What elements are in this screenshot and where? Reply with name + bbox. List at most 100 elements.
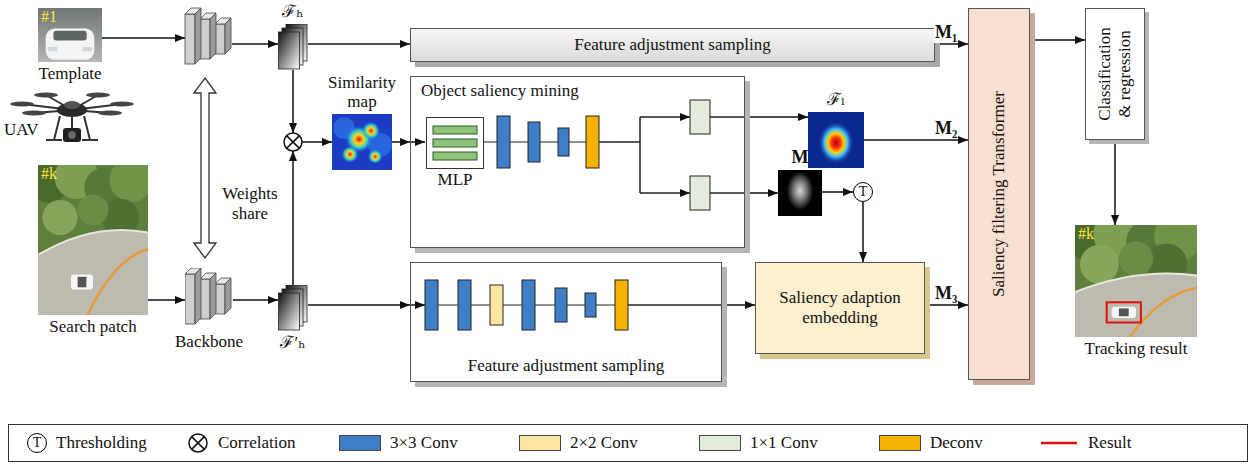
node-label: Feature adjustment sampling — [468, 356, 664, 376]
legend-label: 3×3 Conv — [390, 433, 458, 453]
feature-map: ℱₕ — [278, 24, 308, 70]
flow-arrow — [292, 70, 294, 133]
saliency-mining-layers — [639, 117, 641, 193]
legend-box: TThresholdingCorrelation3×3 Conv2×2 Conv… — [8, 424, 1248, 462]
tracking-result-image: #kTracking result — [1075, 225, 1197, 337]
heatmap: ℱₗ — [808, 112, 864, 168]
template-image: #1Template — [38, 8, 102, 62]
node-label: M — [792, 147, 809, 168]
correlation-symbol — [287, 136, 300, 149]
flow-arrow — [302, 141, 332, 143]
correlation-symbol — [287, 136, 300, 149]
flow-arrow — [232, 43, 278, 45]
picture — [185, 274, 195, 324]
connector — [148, 299, 185, 301]
node-label: ℱₕ — [282, 2, 303, 22]
adjustment-layers — [522, 280, 535, 330]
uav-drone — [64, 101, 80, 109]
picture — [1080, 245, 1119, 284]
edge-label: M₂ — [934, 118, 958, 139]
legend-label: 2×2 Conv — [570, 433, 638, 453]
backbone-network — [200, 19, 210, 59]
legend-item: Result — [1039, 425, 1131, 461]
picture — [38, 230, 148, 255]
mlp-block: MLP — [426, 117, 484, 169]
legend-sample — [519, 435, 561, 451]
adjustment-layers — [425, 280, 722, 330]
legend-sample — [187, 432, 209, 454]
node-label: Feature adjustment sampling — [574, 35, 770, 55]
backbone-network: Backbone — [185, 268, 233, 330]
legend-sample — [192, 437, 205, 450]
adjustment-layers — [567, 305, 585, 306]
saliency-mining-layers — [483, 142, 497, 143]
adjustment-layers — [628, 304, 722, 306]
node-label: Classification & regression — [1095, 19, 1134, 129]
adjustment-layers — [535, 305, 555, 306]
flow-arrow — [292, 151, 294, 285]
adjustment-layers — [585, 293, 596, 317]
feature-map: ℱ′ₕ — [278, 285, 308, 331]
node-label: Backbone — [175, 332, 243, 352]
transformer-box: Saliency filtering Transformer — [968, 8, 1030, 380]
uav-drone — [68, 131, 76, 139]
picture — [433, 152, 477, 160]
connector — [1030, 39, 1085, 41]
node-label: #k — [41, 165, 57, 183]
legend-label: Correlation — [218, 433, 295, 453]
connector — [862, 202, 864, 262]
picture — [278, 24, 308, 70]
adjustment-layers — [458, 280, 471, 330]
node-label: Object saliency mining — [421, 81, 579, 101]
uav-drone — [22, 111, 46, 116]
legend-item: Deconv — [879, 425, 983, 461]
uav-drone — [10, 102, 34, 107]
module-box: Object saliency miningMLP — [410, 76, 745, 248]
backbone-network — [185, 14, 195, 64]
node-label: #1 — [41, 8, 57, 26]
node-label: MLP — [438, 170, 473, 190]
connector — [722, 304, 755, 306]
picture — [110, 165, 149, 202]
uav-drone — [63, 128, 81, 142]
saliency-mining-layers — [586, 116, 599, 168]
connector — [392, 141, 410, 143]
adjustment-layers — [471, 305, 490, 306]
legend-sample — [189, 434, 207, 452]
connector — [822, 191, 853, 193]
adjustment-layers — [615, 280, 628, 330]
backbone-network — [225, 18, 231, 54]
uav-drone — [110, 102, 134, 107]
uav-drone — [86, 93, 110, 98]
annotation: Weights share — [214, 184, 286, 223]
picture — [778, 170, 822, 216]
picture — [808, 112, 864, 168]
legend-sample: T — [27, 433, 47, 453]
picture — [808, 112, 864, 168]
legend-sample — [339, 435, 381, 451]
picture — [46, 29, 95, 60]
saliency-mining-layers — [483, 100, 745, 210]
adjustment-layers — [425, 280, 438, 330]
picture — [83, 47, 92, 51]
legend-item: 1×1 Conv — [699, 425, 818, 461]
picture — [332, 114, 392, 170]
adjustment-layers — [438, 305, 458, 306]
node-label: Search patch — [49, 317, 136, 337]
connector — [745, 116, 808, 118]
node-label: Template — [38, 64, 101, 84]
picture — [279, 32, 300, 69]
picture — [368, 149, 382, 163]
similarity-map: Similarity map — [332, 114, 392, 170]
backbone-network — [195, 8, 201, 64]
legend-sample — [879, 435, 921, 451]
node-label: T — [859, 184, 868, 200]
node-label: Similarity map — [322, 73, 402, 112]
picture — [88, 249, 149, 315]
picture — [1112, 307, 1136, 318]
picture — [787, 171, 813, 210]
picture — [1075, 274, 1197, 293]
connector — [1114, 140, 1116, 225]
